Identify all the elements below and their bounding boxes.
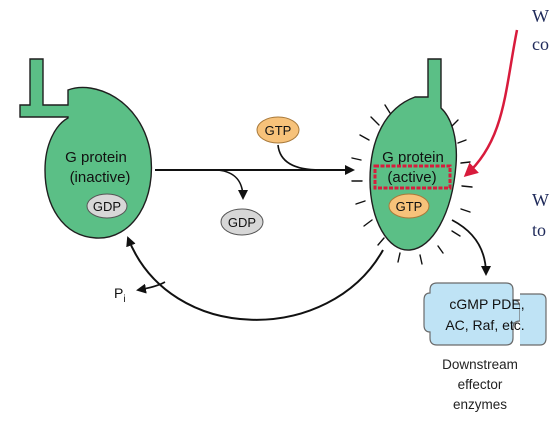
annotation-arrow	[463, 29, 519, 178]
bound-gdp-label: GDP	[93, 199, 121, 214]
gtp-binding-arrow	[277, 144, 321, 171]
hydrolysis-return-arrow	[126, 236, 384, 321]
effector-caption-line2: effector	[458, 377, 503, 392]
effector-caption-line3: enzymes	[453, 397, 507, 412]
inactive-label-line2: (inactive)	[70, 169, 131, 186]
incoming-gtp-label: GTP	[265, 123, 292, 138]
active-highlight-box	[373, 164, 452, 190]
released-gdp-label: GDP	[228, 215, 256, 230]
effector-enzyme-shape	[423, 282, 521, 346]
gdp-release-arrow	[217, 169, 248, 200]
bound-gdp-badge	[86, 193, 128, 219]
bound-gtp-label: GTP	[396, 199, 423, 214]
g-protein-inactive: G protein (inactive) GDP	[19, 58, 153, 239]
effector-enzyme-right-lobe	[520, 293, 547, 346]
incoming-gtp-badge	[256, 116, 300, 144]
active-label-line1: G protein	[382, 149, 444, 166]
side-note-2b: to	[532, 220, 546, 240]
g-protein-active: G protein (active) GTP	[351, 58, 473, 265]
phosphate-release-arrow	[136, 281, 166, 294]
inactive-label-line1: G protein	[65, 149, 127, 166]
bound-gtp-badge	[388, 193, 430, 219]
phosphate-label: Pi	[114, 285, 126, 305]
side-note-1a: W	[532, 6, 549, 26]
effector-enzyme-line2: AC, Raf, etc.	[445, 317, 524, 333]
inactive-protein-shape	[19, 58, 153, 239]
side-note-1b: co	[532, 34, 549, 54]
effector-enzyme-line1: cGMP PDE,	[449, 296, 524, 312]
released-gdp-badge	[220, 208, 264, 236]
activation-rays	[351, 104, 473, 265]
effector-activation-arrow	[451, 219, 491, 276]
active-label-line2: (active)	[387, 169, 436, 186]
effector-caption-line1: Downstream	[442, 357, 518, 372]
effector-enzyme: cGMP PDE, AC, Raf, etc.	[423, 282, 547, 346]
side-note-2a: W	[532, 190, 549, 210]
